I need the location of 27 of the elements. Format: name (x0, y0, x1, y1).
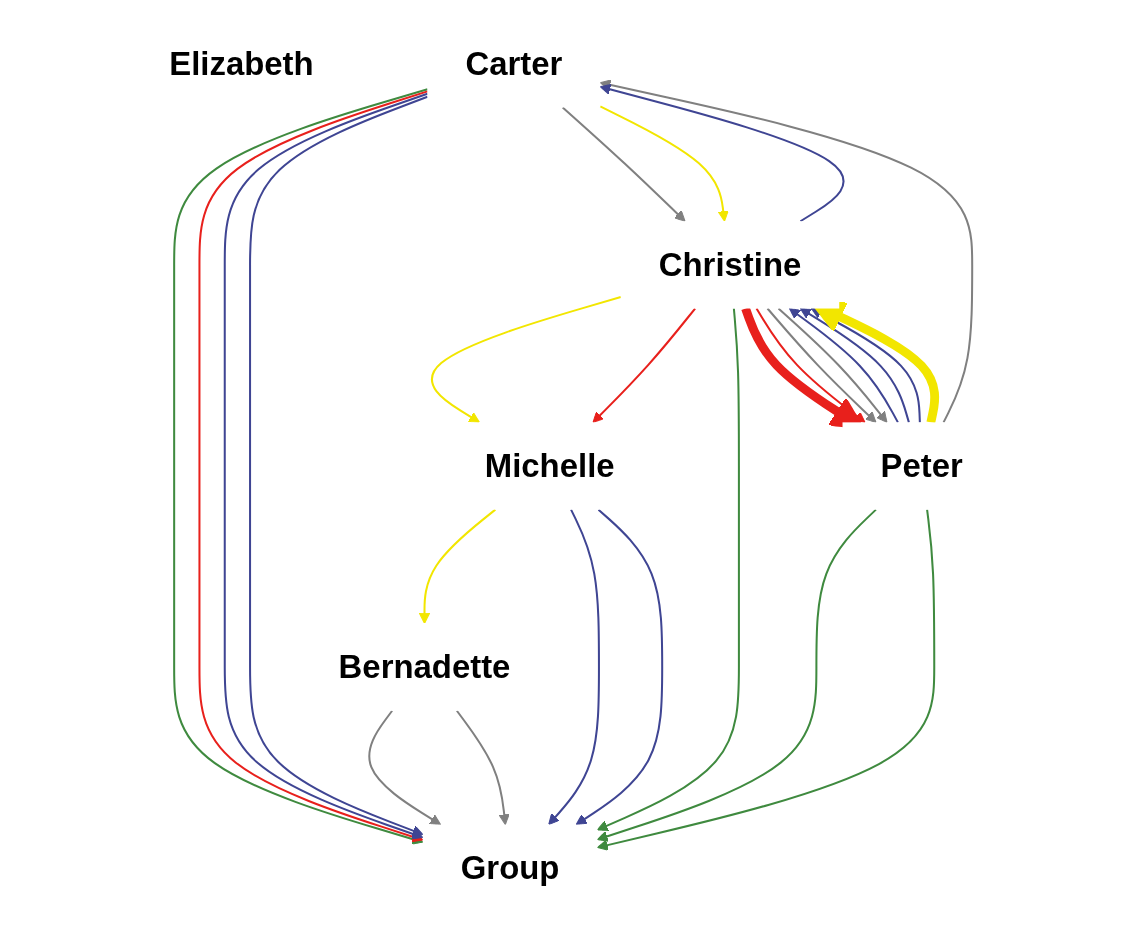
arrow (755, 308, 866, 423)
arrow (810, 308, 921, 423)
arrow (599, 79, 974, 423)
arrow (562, 106, 686, 222)
node-text: Carter (465, 44, 563, 83)
arrow (592, 307, 696, 423)
node-text: Bernadette (338, 647, 511, 686)
arrow (456, 710, 510, 826)
arrow (596, 308, 740, 831)
arrow (596, 508, 877, 842)
arrow (431, 296, 622, 423)
arrow (766, 307, 877, 423)
arrow (548, 509, 600, 826)
arrow (596, 509, 936, 851)
arrow (788, 308, 899, 423)
arrow (418, 508, 496, 624)
arrow (368, 710, 442, 826)
arrow (777, 307, 888, 423)
node-text: Michelle (484, 446, 615, 485)
arrow (599, 105, 729, 222)
arrow (741, 307, 864, 430)
arrow (575, 508, 664, 826)
arrow (811, 301, 940, 424)
node-text: Group (460, 848, 560, 887)
node-text: Elizabeth (169, 44, 314, 83)
arrow (599, 83, 845, 223)
arrow (799, 308, 910, 423)
